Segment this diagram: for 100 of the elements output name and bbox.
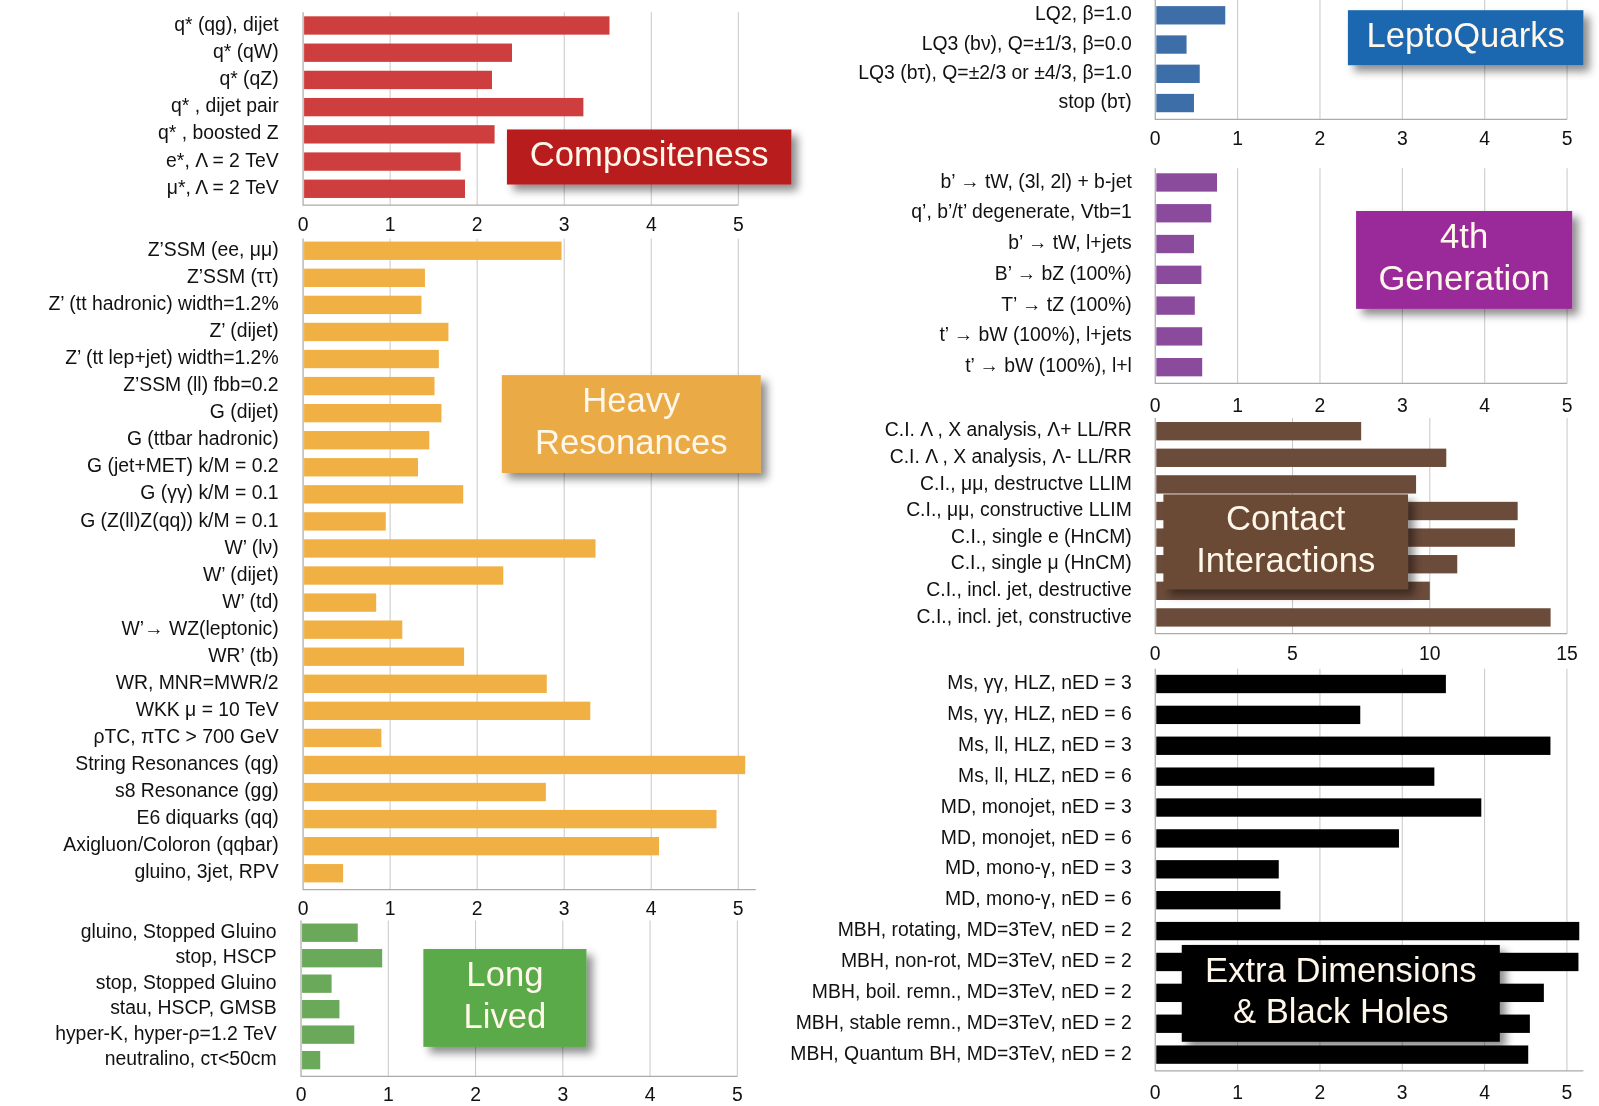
text: 4th Generation <box>1378 217 1550 297</box>
category-label: Z’SSM (ee, μμ) <box>147 237 279 260</box>
tick-label: 2 <box>471 213 483 236</box>
category-label: C.I., μμ, destructve LLIM <box>920 471 1132 494</box>
tick-label: 3 <box>558 213 570 236</box>
category-label: s8 Resonance (gg) <box>115 779 279 802</box>
tick-label: 1 <box>1232 126 1243 149</box>
category-label: q* (qW) <box>213 39 279 62</box>
chart-title: Long Lived <box>423 949 587 1047</box>
category-label: MBH, boil. remn., MD=3TeV, nED = 2 <box>811 979 1132 1002</box>
category-label: W’ (dijet) <box>202 562 279 585</box>
tick-label: 4 <box>1479 126 1491 149</box>
tick-label: 0 <box>297 897 309 920</box>
tick-label: 15 <box>1556 641 1578 664</box>
category-label: C.I., incl. jet, constructive <box>916 604 1132 627</box>
category-label: G (ttbar hadronic) <box>126 427 279 450</box>
text: LeptoQuarks <box>1366 15 1565 54</box>
tick-label: 5 <box>1287 641 1298 664</box>
category-label: MBH, Quantum BH, MD=3TeV, nED = 2 <box>790 1041 1132 1064</box>
category-label: G (γγ) k/M = 0.1 <box>140 481 279 504</box>
tick-label: 4 <box>644 1082 656 1105</box>
category-label: t’ → bW (100%), l+jets <box>939 323 1132 346</box>
tick-label: 0 <box>295 1082 307 1105</box>
category-label: C.I. Λ , X analysis, Λ+ LL/RR <box>884 418 1132 441</box>
tick-label: 0 <box>1149 393 1161 416</box>
category-label: neutralino, cτ<50cm <box>104 1047 277 1070</box>
category-label: ρTC, πTC > 700 GeV <box>93 725 279 747</box>
category-label: C.I., single e (HnCM) <box>951 524 1132 547</box>
chart-title: Heavy Resonances <box>501 375 761 473</box>
tick-label: 1 <box>382 1082 394 1105</box>
category-label: q’, b’/t’ degenerate, Vtb=1 <box>911 200 1132 223</box>
tick-label: 3 <box>1396 126 1408 149</box>
tick-label: 4 <box>645 897 657 920</box>
tick-label: 0 <box>1149 1080 1161 1103</box>
tick-label: 4 <box>645 213 657 236</box>
tick-label: 3 <box>1396 1080 1408 1103</box>
tick-label: 5 <box>731 1082 743 1105</box>
category-label: Z’ (tt hadronic) width=1.2% <box>48 292 279 314</box>
category-label: q* (qZ) <box>219 67 279 90</box>
category-label: Ms, γγ, HLZ, nED = 6 <box>947 702 1132 724</box>
category-label: stop, HSCP <box>175 945 277 968</box>
tick-label: 2 <box>471 897 483 920</box>
category-label: Z’SSM (ττ) <box>186 264 279 287</box>
category-label: WR’ (tb) <box>208 643 279 666</box>
tick-label: 3 <box>1396 393 1408 416</box>
category-label: LQ3 (bν), Q=±1/3, β=0.0 <box>921 31 1132 54</box>
category-label: stop (bτ) <box>1058 90 1132 113</box>
category-label: t’ → bW (100%), l+l <box>965 354 1132 377</box>
category-label: Ms, γγ, HLZ, nED = 3 <box>947 671 1132 694</box>
category-label: MBH, rotating, MD=3TeV, nED = 2 <box>837 918 1132 941</box>
category-label: Axigluon/Coloron (qqbar) <box>63 833 279 856</box>
category-label: WKK μ = 10 TeV <box>135 697 279 720</box>
category-label: q* (qg), dijet <box>174 12 279 35</box>
category-label: C.I., single μ (HnCM) <box>950 551 1132 574</box>
tick-label: 5 <box>732 897 744 920</box>
tick-label: 1 <box>384 213 396 236</box>
tick-label: 4 <box>1479 393 1491 416</box>
tick-label: 3 <box>558 897 570 920</box>
category-label: MBH, non-rot, MD=3TeV, nED = 2 <box>840 949 1132 972</box>
category-label: MBH, stable remn., MD=3TeV, nED = 2 <box>795 1010 1132 1033</box>
category-label: e*, Λ = 2 TeV <box>166 148 279 171</box>
tick-label: 3 <box>557 1082 569 1105</box>
category-label: C.I., μμ, constructive LLIM <box>906 498 1132 521</box>
category-label: LQ2, β=1.0 <box>1035 2 1132 25</box>
tick-label: 0 <box>1149 126 1161 149</box>
category-label: String Resonances (qg) <box>75 752 279 775</box>
category-label: Z’ (dijet) <box>209 319 279 342</box>
category-label: W’ (td) <box>222 589 279 612</box>
text: Contact Interactions <box>1196 499 1376 579</box>
category-label: μ*, Λ = 2 TeV <box>166 175 279 198</box>
chart-title: Extra Dimensions & Black Holes <box>1181 944 1500 1042</box>
category-label: LQ3 (bτ), Q=±2/3 or ±4/3, β=1.0 <box>858 60 1132 83</box>
category-label: b’ → tW, l+jets <box>1008 231 1132 254</box>
category-label: C.I. Λ , X analysis, Λ- LL/RR <box>889 444 1132 467</box>
tick-label: 1 <box>1232 393 1243 416</box>
category-label: b’ → tW, (3l, 2l) + b-jet <box>940 169 1132 192</box>
tick-label: 5 <box>1561 393 1573 416</box>
category-label: q* , dijet pair <box>171 94 279 117</box>
tick-label: 2 <box>470 1082 481 1105</box>
category-label: MD, mono-γ, nED = 6 <box>945 887 1132 910</box>
category-label: T’ → tZ (100%) <box>1001 292 1132 315</box>
category-label: stop, Stopped Gluino <box>95 970 277 993</box>
tick-label: 1 <box>1232 1080 1243 1103</box>
category-label: gluino, 3jet, RPV <box>134 860 279 883</box>
category-label: C.I., incl. jet, destructive <box>926 577 1132 600</box>
tick-label: 4 <box>1479 1080 1490 1103</box>
tick-label: 5 <box>1561 1080 1573 1103</box>
tick-label: 2 <box>1314 393 1326 416</box>
category-label: G (Z(ll)Z(qq)) k/M = 0.1 <box>80 508 279 531</box>
category-label: Ms, ll, HLZ, nED = 3 <box>958 732 1132 755</box>
category-label: MD, monojet, nED = 6 <box>940 825 1132 848</box>
category-label: E6 diquarks (qq) <box>136 806 279 829</box>
tick-label: 2 <box>1314 1080 1326 1103</box>
tick-label: 10 <box>1419 641 1441 664</box>
category-label: W’→ WZ(leptonic) <box>121 616 279 639</box>
category-label: gluino, Stopped Gluino <box>80 919 277 942</box>
category-label: MD, mono-γ, nED = 3 <box>945 856 1132 879</box>
category-label: W’ (lν) <box>224 535 279 558</box>
tick-label: 5 <box>1561 126 1573 149</box>
category-label: WR, MNR=MWR/2 <box>115 670 279 693</box>
